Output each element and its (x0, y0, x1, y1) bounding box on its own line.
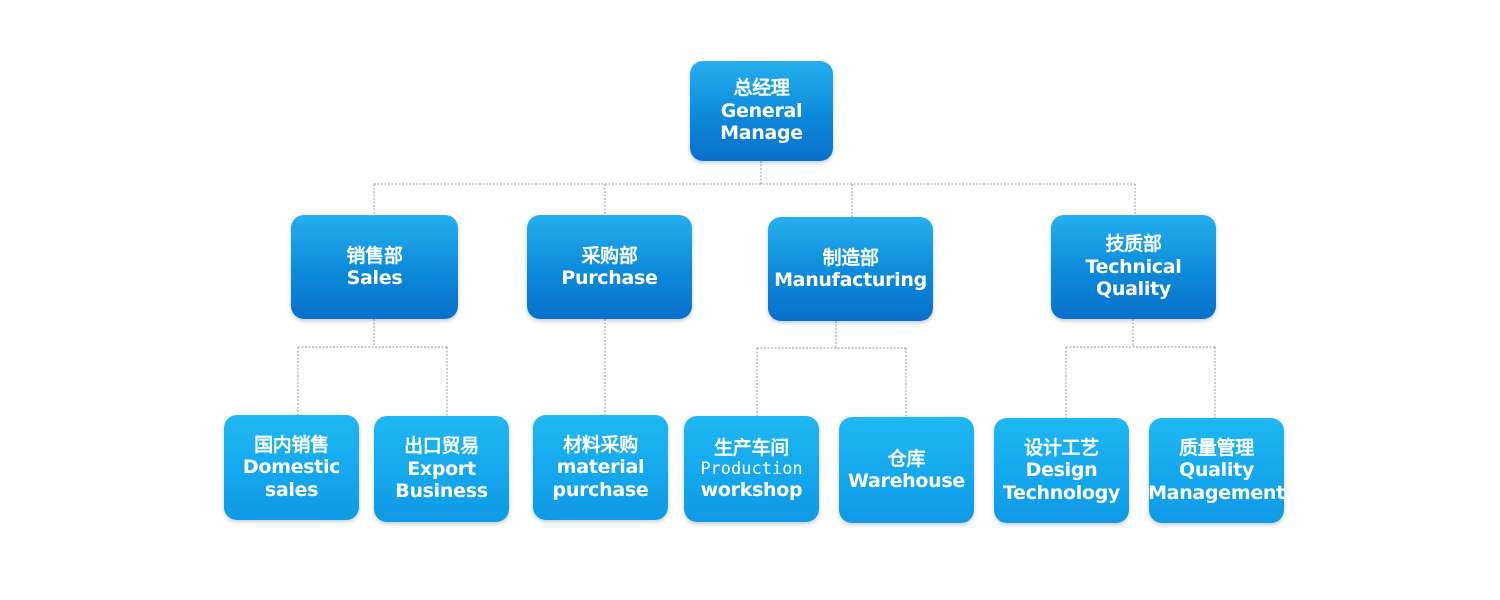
node-label-en: material (556, 456, 645, 479)
node-label-en: Technology (1002, 481, 1121, 504)
node-general-manager[interactable]: 总经理 General Manage (690, 61, 833, 161)
node-quality-management[interactable]: 质量管理 Quality Management (1148, 418, 1285, 523)
node-label-zh: 出口贸易 (404, 435, 479, 458)
node-label-zh: 制造部 (822, 246, 879, 269)
node-label-zh: 质量管理 (1179, 436, 1254, 459)
node-label-zh: 生产车间 (714, 436, 789, 459)
connector-mfg-branch (756, 321, 907, 417)
node-label-en: General (720, 99, 803, 122)
node-label-en: sales (264, 478, 319, 501)
node-label-en: workshop (700, 479, 803, 502)
node-manufacturing[interactable]: 制造部 Manufacturing (768, 217, 933, 321)
node-warehouse[interactable]: 仓库 Warehouse (839, 417, 974, 523)
node-label-zh: 仓库 (887, 447, 926, 470)
node-label-en: Business (395, 480, 488, 503)
node-label-en: Warehouse (848, 470, 965, 492)
node-label-en: Manage (720, 122, 803, 145)
node-label-en: Sales (346, 267, 403, 289)
node-sales[interactable]: 销售部 Sales (291, 215, 458, 319)
node-label-en: Export (407, 457, 476, 480)
node-label-zh: 总经理 (733, 77, 790, 100)
node-label-en: purchase (552, 478, 649, 501)
node-label-en: Quality (1096, 278, 1171, 301)
node-export-business[interactable]: 出口贸易 Export Business (374, 416, 509, 522)
node-design-technology[interactable]: 设计工艺 Design Technology (994, 418, 1129, 523)
node-purchase[interactable]: 采购部 Purchase (527, 215, 692, 319)
node-label-en: Production (700, 458, 803, 479)
node-label-zh: 技质部 (1105, 233, 1162, 256)
node-label-zh: 国内销售 (254, 433, 329, 456)
node-label-en: Purchase (561, 267, 658, 289)
node-label-zh: 采购部 (581, 244, 638, 267)
connector-sales-branch (297, 319, 448, 416)
node-label-zh: 设计工艺 (1024, 436, 1099, 459)
node-domestic-sales[interactable]: 国内销售 Domestic sales (224, 415, 359, 520)
node-technical-quality[interactable]: 技质部 Technical Quality (1051, 215, 1216, 319)
node-material-purchase[interactable]: 材料采购 material purchase (533, 415, 668, 520)
node-label-en: Domestic (242, 456, 341, 479)
node-label-en: Quality (1179, 459, 1254, 482)
connector-tq-branch (1065, 319, 1216, 418)
node-label-en: Management (1148, 481, 1285, 504)
node-label-en: Technical (1085, 255, 1182, 278)
node-label-zh: 材料采购 (563, 433, 638, 456)
node-label-zh: 销售部 (346, 244, 403, 267)
node-label-en: Manufacturing (774, 269, 927, 291)
node-label-en: Design (1025, 459, 1098, 482)
node-production-workshop[interactable]: 生产车间 Production workshop (684, 416, 819, 522)
